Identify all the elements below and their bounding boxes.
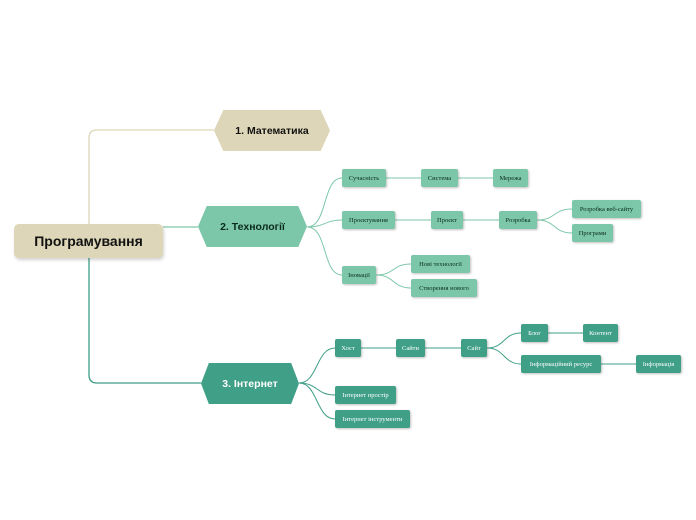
node-kontent[interactable]: Контент	[583, 324, 618, 342]
node-instrumenty[interactable]: Інтернет інструменти	[335, 410, 410, 428]
node-novi-tekhnolohii[interactable]: Нові технології	[411, 255, 470, 273]
link-tech-suchasnist	[306, 177, 343, 228]
link-internet-prostir	[298, 382, 336, 396]
link-sait-info	[486, 347, 522, 365]
node-prostir[interactable]: Інтернет простір	[335, 386, 396, 404]
node-khost[interactable]: Хост	[335, 339, 361, 357]
node-rozrobka[interactable]: Розробка	[499, 211, 537, 229]
branch-internet[interactable]: 3. Інтернет	[201, 363, 299, 404]
node-proektuvannia[interactable]: Проєктування	[342, 211, 395, 229]
node-innovatsii[interactable]: Іновації	[342, 266, 376, 284]
root-node[interactable]: Програмування	[14, 224, 163, 258]
node-rozrobka-web[interactable]: Розробка веб-сайту	[572, 200, 641, 218]
link-root-math	[88, 129, 214, 224]
node-informatsiia[interactable]: Інформація	[636, 355, 681, 373]
link-innovatsii-novi	[375, 263, 412, 276]
node-bloh[interactable]: Блог	[521, 324, 548, 342]
link-internet-khost	[298, 347, 336, 384]
branch-tech[interactable]: 2. Технології	[198, 206, 307, 247]
node-stvorennia[interactable]: Створення нового	[411, 279, 477, 297]
node-programy[interactable]: Програми	[572, 224, 613, 242]
node-suchasnist[interactable]: Сучасність	[342, 169, 386, 187]
node-sait[interactable]: Сайт	[461, 339, 487, 357]
link-tech-proektuvannia	[306, 219, 343, 228]
node-saity[interactable]: Сайти	[396, 339, 425, 357]
link-tech-innovatsii	[306, 226, 343, 276]
node-info-resurs[interactable]: Інформаційний ресурс	[521, 355, 601, 373]
node-systema[interactable]: Система	[421, 169, 458, 187]
link-innovatsii-stvorennia	[375, 274, 412, 289]
link-sait-bloh	[486, 332, 522, 349]
link-rozrobka-programy	[536, 219, 573, 234]
node-merezha[interactable]: Мережа	[493, 169, 528, 187]
link-root-internet	[88, 258, 201, 384]
link-rozrobka-web	[536, 208, 573, 221]
node-proekt[interactable]: Проєкт	[431, 211, 463, 229]
branch-math[interactable]: 1. Математика	[214, 110, 330, 151]
link-internet-instrumenty	[298, 382, 336, 420]
